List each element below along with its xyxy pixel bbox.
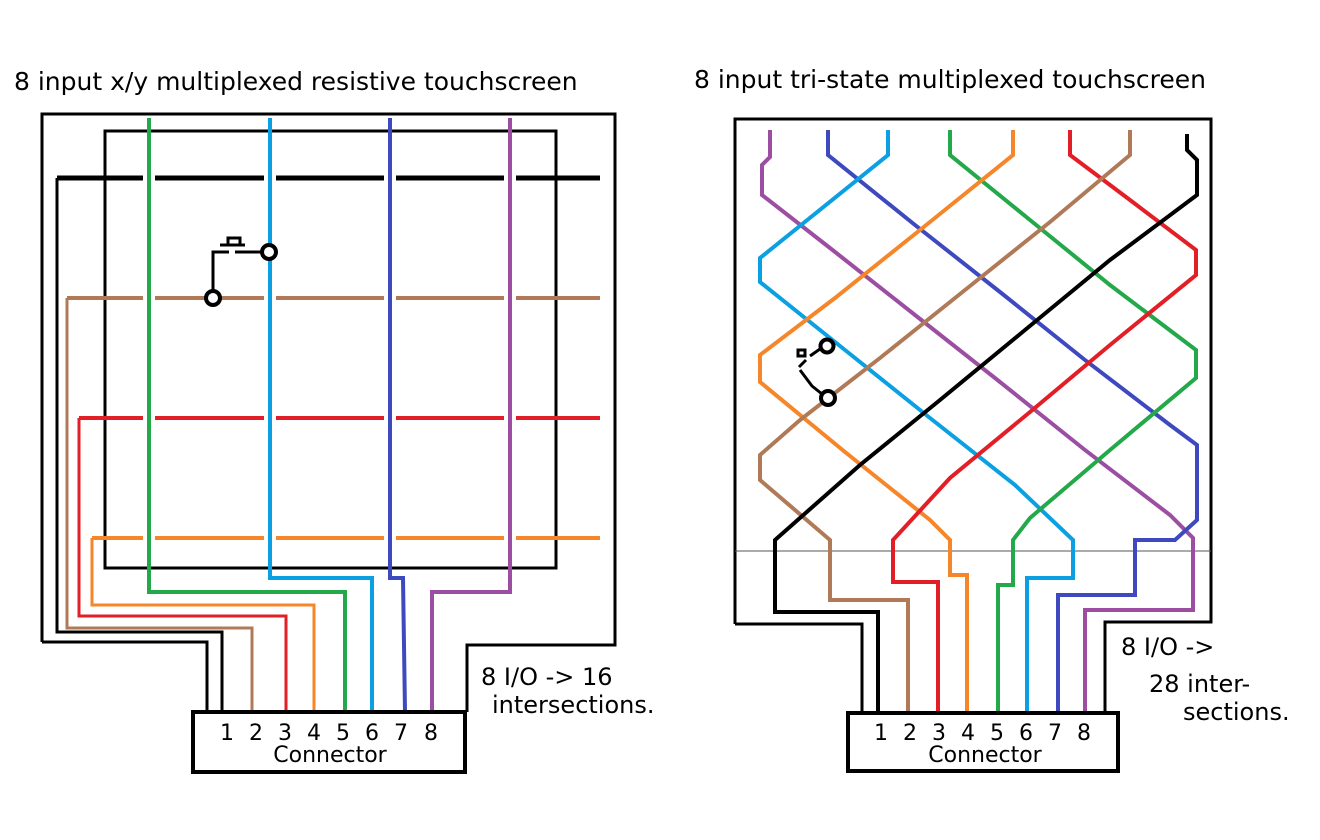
right-pin-5-label: 5 — [990, 721, 1004, 746]
left-note-line1: 8 I/O -> 16 — [481, 663, 613, 691]
tristate-wire-red — [891, 130, 1198, 712]
column-wire-lightblue — [268, 118, 374, 712]
right-note-line1: 8 I/O -> — [1121, 633, 1214, 661]
right-note-line3: sections. — [1183, 698, 1290, 726]
tristate-wire-purple — [760, 130, 1195, 712]
left-connector-label: Connector — [273, 743, 387, 768]
left-pin-2-label: 2 — [249, 721, 263, 746]
left-outer-frame — [40, 112, 617, 712]
left-pin-8-label: 8 — [424, 721, 438, 746]
right-pin-4-label: 4 — [961, 721, 975, 746]
column-wire-green — [147, 118, 347, 712]
right-connector-label: Connector — [928, 743, 1042, 768]
tristate-wire-black — [773, 134, 1199, 712]
left-title: 8 input x/y multiplexed resistive touchs… — [14, 67, 578, 96]
right-connector — [846, 711, 1120, 773]
right-pin-2-label: 2 — [903, 721, 917, 746]
left-note-line2: intersections. — [492, 691, 655, 719]
tristate-wire-darkblue — [826, 130, 1199, 712]
left-pin-1-label: 1 — [220, 721, 234, 746]
right-title: 8 input tri-state multiplexed touchscree… — [694, 65, 1206, 94]
left-pin-3-label: 3 — [278, 721, 292, 746]
tristate-wire-green — [948, 130, 1198, 712]
touch-switch-icon — [796, 337, 837, 407]
row-wire-red-lead — [77, 418, 288, 712]
column-wire-darkblue — [388, 118, 407, 713]
tristate-wire-brown — [758, 130, 1132, 712]
frame-lead-pin1 — [42, 640, 209, 712]
right-pin-3-label: 3 — [932, 721, 946, 746]
row-wire-orange-lead — [90, 538, 316, 712]
right-note-line2: 28 inter- — [1149, 670, 1250, 698]
right-diagram: 8 input tri-state multiplexed touchscree… — [694, 65, 1290, 773]
right-pin-8-label: 8 — [1077, 721, 1091, 746]
left-connector — [191, 710, 467, 774]
touch-switch-icon — [204, 236, 278, 307]
right-pin-6-label: 6 — [1019, 721, 1033, 746]
left-pin-6-label: 6 — [365, 721, 379, 746]
right-outer-frame — [733, 117, 1213, 712]
column-wire-purple — [430, 118, 512, 712]
right-pin-1-label: 1 — [874, 721, 888, 746]
left-pin-4-label: 4 — [307, 721, 321, 746]
tristate-wire-lightblue — [758, 130, 1075, 712]
left-diagram: 8 input x/y multiplexed resistive touchs… — [14, 67, 655, 774]
left-inner-frame — [103, 129, 558, 570]
left-pin-5-label: 5 — [336, 721, 350, 746]
row-wire-brown-lead — [65, 298, 254, 712]
row-wire-black-lead — [55, 178, 224, 712]
right-frame-bottom-left — [735, 622, 864, 712]
right-pin-7-label: 7 — [1048, 721, 1062, 746]
left-pin-7-label: 7 — [394, 721, 408, 746]
